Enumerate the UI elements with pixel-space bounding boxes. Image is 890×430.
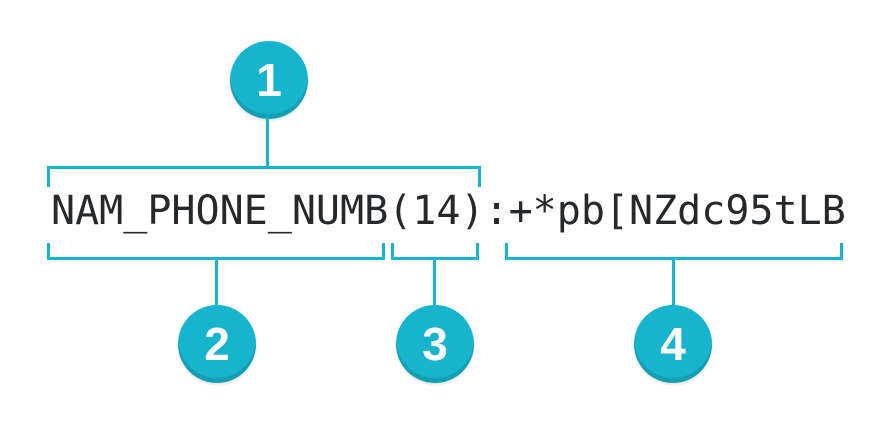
format-string: NAM_PHONE_NUMB(14):+*pb[NZdc95tLB xyxy=(51,189,846,233)
segment-value: +*pb[NZdc95tLB xyxy=(508,188,846,234)
callout-2-badge: 2 xyxy=(178,305,256,383)
segment-length: (14) xyxy=(388,188,485,234)
callout-4-badge: 4 xyxy=(634,305,712,383)
segment-separator: : xyxy=(484,188,509,234)
callout-2-stem xyxy=(215,258,218,306)
callout-4-stem xyxy=(672,258,675,306)
segment-field-name: NAM_PHONE_NUMB xyxy=(51,188,389,234)
callout-1-badge: 1 xyxy=(230,41,308,119)
callout-3-badge: 3 xyxy=(396,305,474,383)
callout-3-stem xyxy=(433,258,436,306)
callout-1-bracket xyxy=(47,166,481,187)
callout-1-stem xyxy=(266,117,269,166)
